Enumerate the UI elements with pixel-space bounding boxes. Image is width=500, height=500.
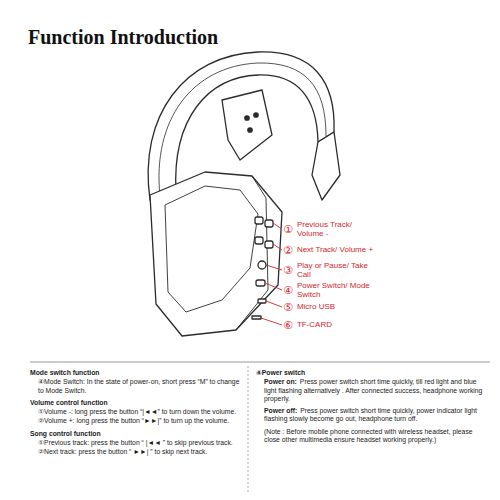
usb-port <box>258 299 266 303</box>
note-text: ④Mode Switch: In the state of power-on, … <box>38 378 239 393</box>
button <box>258 261 266 269</box>
callout: ⑥ TF-CARD <box>283 320 332 331</box>
leader-line <box>273 244 282 250</box>
leader-line <box>273 223 282 229</box>
note-text: Volume control function <box>30 399 108 406</box>
note-text: Mode switch function <box>30 369 99 376</box>
note-block: ②Volume +: long press the button “►►|” t… <box>30 417 242 425</box>
divider-line <box>30 362 490 363</box>
slider-dot <box>245 116 249 120</box>
note-block: ①Volume -: long press the button “|◄◄” t… <box>30 408 242 416</box>
callout-label: Next Track/ Volume + <box>297 245 373 254</box>
note-text: ④Power switch <box>256 369 305 376</box>
slider-block <box>222 90 272 160</box>
right-cup <box>312 132 340 200</box>
note-heading: Power off: <box>264 407 297 414</box>
ear-cup-panel <box>165 186 258 312</box>
button <box>255 217 263 224</box>
note-text: (Note : Before mobile phone connected wi… <box>264 428 473 443</box>
leader-line <box>265 283 282 290</box>
callout: ③ Play or Pause/ Take Call <box>283 261 377 279</box>
note-text: ①Previous track: press the button “ |◄◄ … <box>38 439 233 446</box>
callout-label: Micro USB <box>297 302 335 311</box>
slider-dot <box>254 113 258 117</box>
callout: ④ Power Switch/ Mode Switch <box>283 281 377 299</box>
note-block: Power off:Press power switch short time … <box>256 407 490 424</box>
note-text: Song control function <box>30 430 101 437</box>
callout-label: Previous Track/ Volume - <box>297 220 377 238</box>
tf-slot <box>252 316 261 319</box>
callout: ⑤ Micro USB <box>283 302 335 313</box>
leader-line <box>266 301 282 307</box>
callout: ② Next Track/ Volume + <box>283 245 373 256</box>
callout-number: ② <box>283 245 293 256</box>
callout-number: ③ <box>283 265 293 276</box>
text-column: ④Power switchPower on:Press power switch… <box>256 366 490 445</box>
leader-line <box>266 265 282 270</box>
page-title: Function Introduction <box>28 26 218 49</box>
note-text: ①Volume -: long press the button “|◄◄” t… <box>38 408 236 415</box>
button <box>265 241 273 248</box>
leader-line <box>261 318 282 325</box>
note-block: (Note : Before mobile phone connected wi… <box>256 428 490 445</box>
button <box>265 220 273 227</box>
note-text: ②Volume +: long press the button “►►|” t… <box>38 417 229 424</box>
ear-cup-edge <box>236 176 268 330</box>
note-block: Song control function <box>30 430 242 438</box>
note-block: ②Next track: press the button “ ►►| ” to… <box>30 448 242 456</box>
note-block: ④Power switch <box>256 369 490 377</box>
note-heading: Power on: <box>264 378 297 385</box>
callout-number: ⑤ <box>283 302 293 313</box>
text-column: Mode switch function ④Mode Switch: In the… <box>30 366 242 458</box>
callout-number: ① <box>283 224 293 235</box>
slider-dot <box>248 128 252 132</box>
button <box>255 237 263 244</box>
callout-label: TF-CARD <box>297 320 332 329</box>
note-text: ②Next track: press the button “ ►►| ” to… <box>38 448 207 455</box>
note-block: Power on:Press power switch short time q… <box>256 378 490 403</box>
column-divider <box>248 366 249 492</box>
button <box>256 280 265 286</box>
callout-number: ④ <box>283 285 293 296</box>
note-block: Volume control function <box>30 399 242 407</box>
callout-label: Play or Pause/ Take Call <box>297 261 377 279</box>
note-block: ①Previous track: press the button “ |◄◄ … <box>30 439 242 447</box>
callout-number: ⑥ <box>283 320 293 331</box>
callout: ① Previous Track/ Volume - <box>283 220 377 238</box>
callout-label: Power Switch/ Mode Switch <box>297 281 377 299</box>
note-block: ④Mode Switch: In the state of power-on, … <box>30 378 242 395</box>
note-block: Mode switch function <box>30 369 242 377</box>
ear-cup <box>150 172 282 336</box>
